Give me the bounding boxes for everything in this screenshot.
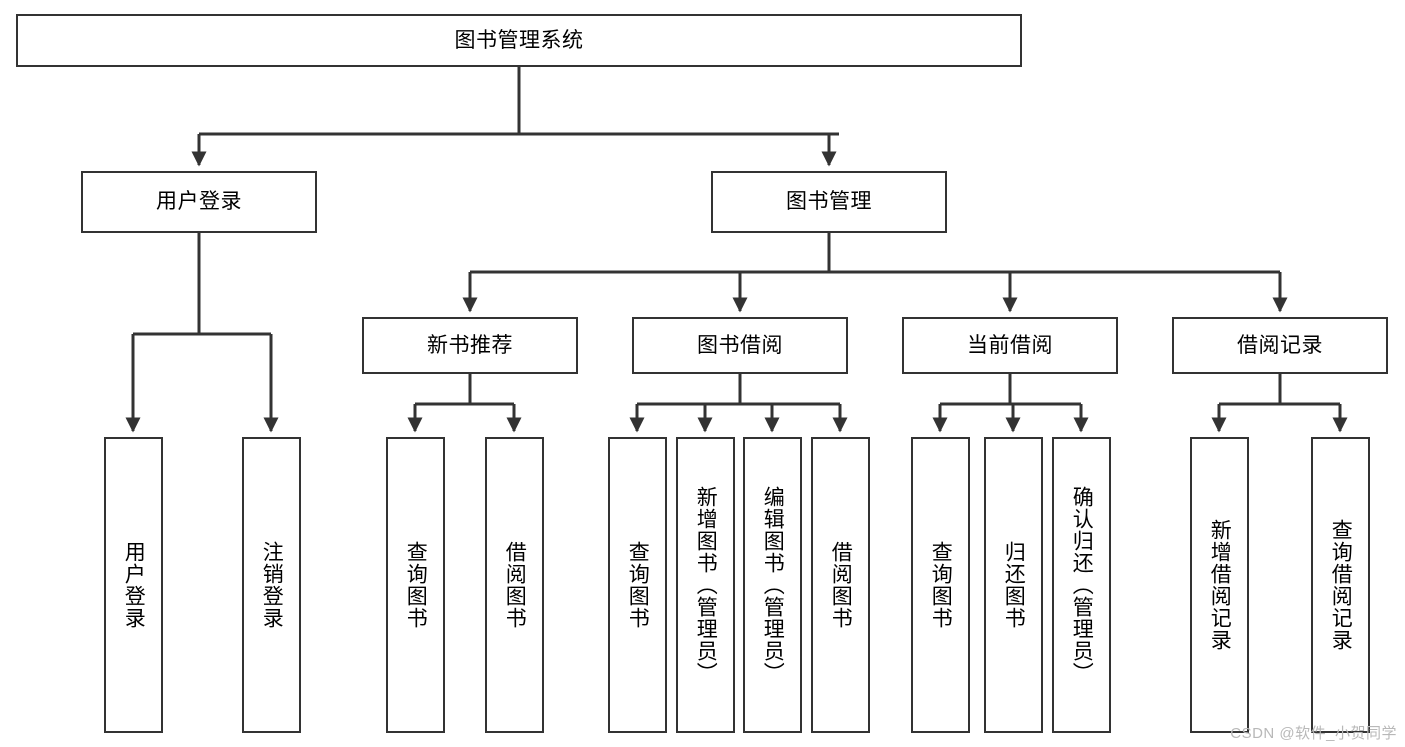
node-user-login[interactable]: 用户登录	[81, 171, 317, 233]
leaf-label: 借阅图书	[503, 541, 527, 629]
leaf-label: 查询图书	[929, 541, 953, 629]
node-book-management[interactable]: 图书管理	[711, 171, 947, 233]
leaf-return-book[interactable]: 归还图书	[984, 437, 1043, 733]
leaf-add-book-admin[interactable]: 新增图书（管理员）	[676, 437, 735, 733]
node-borrow-records[interactable]: 借阅记录	[1172, 317, 1388, 374]
leaf-label: 注销登录	[260, 541, 284, 629]
leaf-label: 新增借阅记录	[1208, 519, 1232, 651]
leaf-label: 新增图书（管理员）	[694, 486, 718, 684]
leaf-add-borrow-record[interactable]: 新增借阅记录	[1190, 437, 1249, 733]
leaf-edit-book-admin[interactable]: 编辑图书（管理员）	[743, 437, 802, 733]
leaf-label: 查询图书	[404, 541, 428, 629]
node-book-borrow[interactable]: 图书借阅	[632, 317, 848, 374]
leaf-query-books-current[interactable]: 查询图书	[911, 437, 970, 733]
leaf-user-login[interactable]: 用户登录	[104, 437, 163, 733]
leaf-label: 借阅图书	[829, 541, 853, 629]
leaf-label: 用户登录	[122, 541, 146, 629]
leaf-borrow-books-new[interactable]: 借阅图书	[485, 437, 544, 733]
leaf-label: 归还图书	[1002, 541, 1026, 629]
leaf-query-books-new[interactable]: 查询图书	[386, 437, 445, 733]
node-current-borrow[interactable]: 当前借阅	[902, 317, 1118, 374]
watermark: CSDN @软件_小贺同学	[1230, 725, 1397, 742]
leaf-logout-login[interactable]: 注销登录	[242, 437, 301, 733]
leaf-confirm-return-admin[interactable]: 确认归还（管理员）	[1052, 437, 1111, 733]
leaf-label: 编辑图书（管理员）	[761, 486, 785, 684]
leaf-borrow-book[interactable]: 借阅图书	[811, 437, 870, 733]
node-new-book-recommend[interactable]: 新书推荐	[362, 317, 578, 374]
leaf-label: 查询借阅记录	[1329, 519, 1353, 651]
node-root[interactable]: 图书管理系统	[16, 14, 1022, 67]
leaf-query-borrow-record[interactable]: 查询借阅记录	[1311, 437, 1370, 733]
leaf-label: 查询图书	[626, 541, 650, 629]
leaf-query-books-borrow[interactable]: 查询图书	[608, 437, 667, 733]
leaf-label: 确认归还（管理员）	[1070, 486, 1094, 684]
